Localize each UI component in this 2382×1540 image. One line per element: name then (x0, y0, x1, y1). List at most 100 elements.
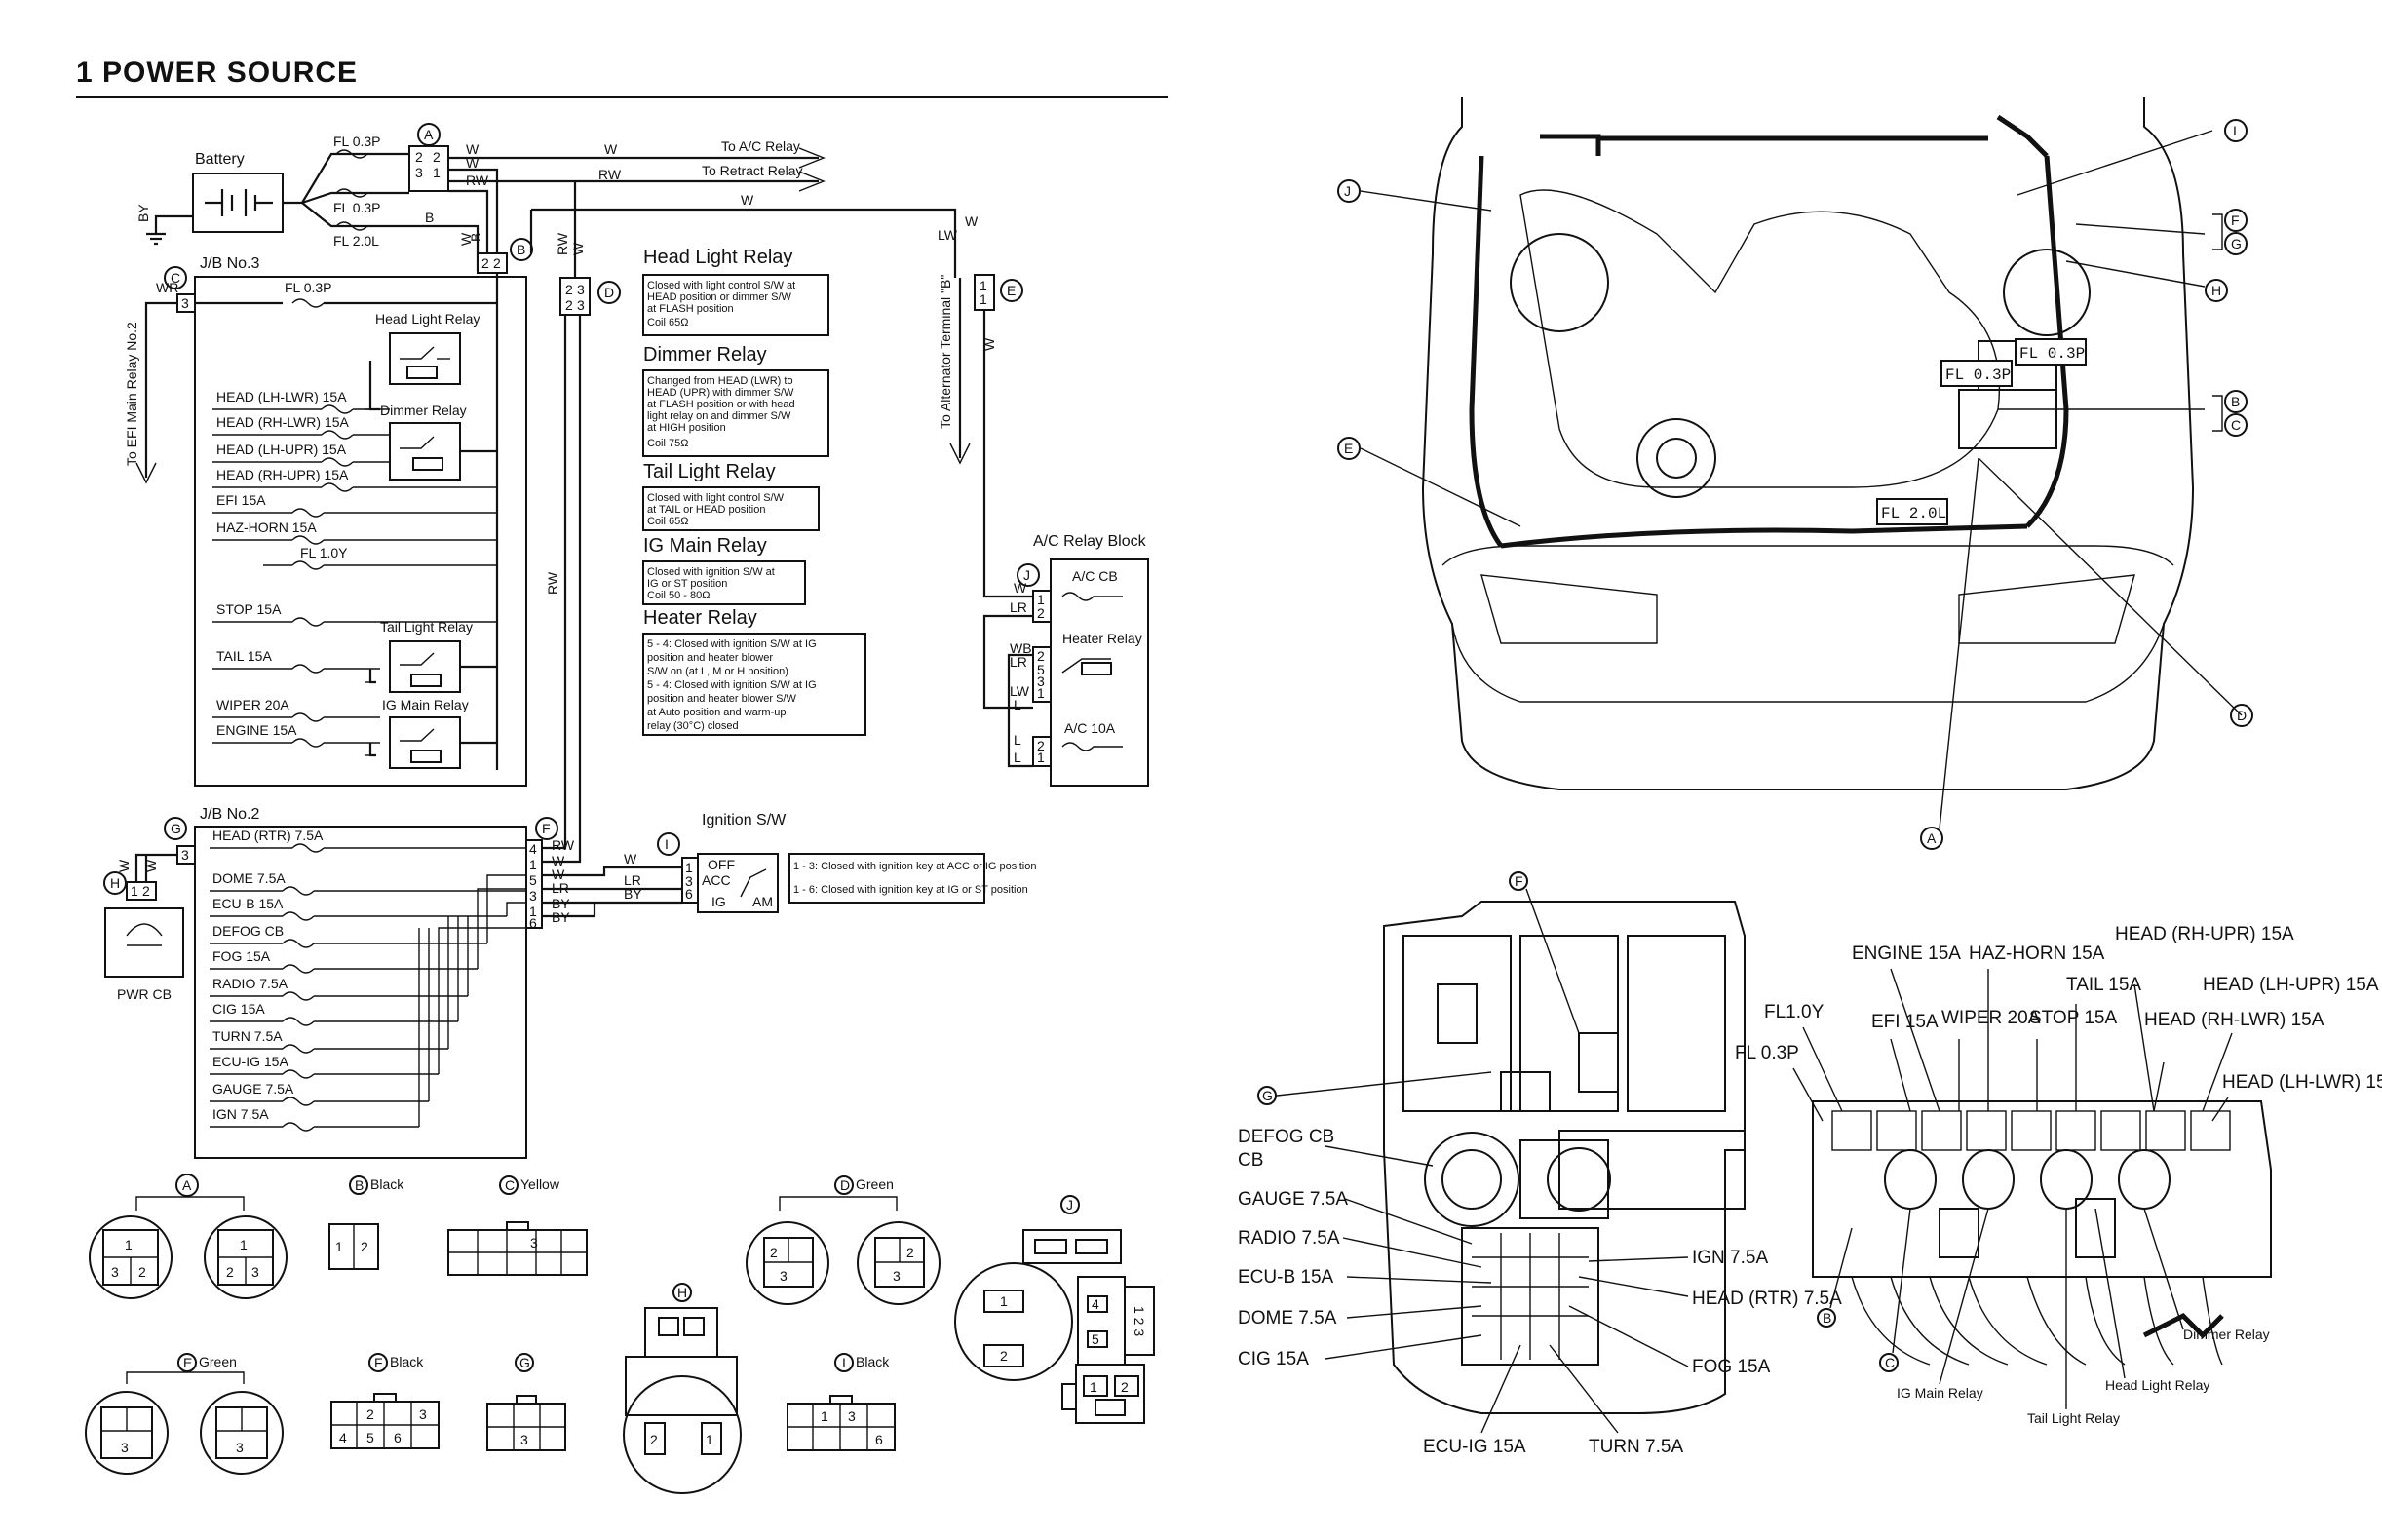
connector-g-marker: G (171, 821, 181, 836)
svg-text:1: 1 (706, 1432, 713, 1447)
svg-text:3: 3 (577, 297, 585, 313)
bay-letter-g: G (2231, 236, 2242, 251)
ign-note-0: 1 - 3: Closed with ignition key at ACC o… (793, 861, 1036, 872)
svg-text:2: 2 (1037, 738, 1045, 753)
jb3loc-stop: STOP 15A (2029, 1008, 2117, 1028)
ac-item-heater: Heater Relay (1062, 631, 1142, 646)
svg-text:1: 1 (529, 904, 537, 919)
jb3-fuse-4: EFI 15A (216, 492, 266, 508)
jb2loc-dome: DOME 7.5A (1238, 1308, 1337, 1328)
ac-item-ac10a: A/C 10A (1064, 720, 1116, 736)
svg-text:2: 2 (415, 149, 423, 165)
jb2-fuse-5: RADIO 7.5A (212, 976, 288, 991)
svg-text:2: 2 (1037, 605, 1045, 621)
svg-text:2: 2 (433, 149, 441, 165)
svg-text:3: 3 (577, 282, 585, 297)
svg-text:1: 1 (1037, 750, 1045, 765)
svg-text:4: 4 (529, 841, 537, 857)
bay-letter-h: H (2211, 283, 2221, 298)
svg-text:2: 2 (361, 1239, 368, 1254)
jb2-box (194, 826, 527, 1159)
bay-fl-20l: FL 2.0L (1881, 505, 1946, 522)
ignition-sw-body (697, 853, 779, 913)
to-ac-relay-label: To A/C Relay (721, 138, 800, 154)
jb3-fuse-0: HEAD (LH-LWR) 15A (216, 389, 347, 404)
jb2loc-letter-f: F (1515, 873, 1523, 889)
ign-pos-ig: IG (711, 894, 726, 909)
jb3loc-headlight: Head Light Relay (2105, 1377, 2209, 1393)
svg-text:1 2 3: 1 2 3 (1132, 1306, 1147, 1336)
connector-i-marker: I (665, 836, 669, 852)
conn-d-label: Green (856, 1176, 894, 1192)
svg-text:L: L (1014, 697, 1021, 712)
ac-item-accb: A/C CB (1072, 568, 1118, 584)
battery-label: Battery (195, 151, 245, 168)
svg-text:3: 3 (111, 1264, 119, 1280)
ign-note-1: 1 - 6: Closed with ignition key at IG or… (793, 884, 1028, 896)
jb3loc-wiper: WIPER 20A (1941, 1008, 2041, 1028)
svg-text:1: 1 (529, 857, 537, 872)
connector-h-marker: H (110, 875, 120, 891)
ignition-sw-title: Ignition S/W (702, 812, 787, 828)
svg-text:3: 3 (181, 847, 189, 863)
svg-text:3: 3 (893, 1268, 901, 1284)
svg-text:2: 2 (770, 1245, 778, 1260)
svg-text:W: W (624, 851, 637, 866)
svg-text:3: 3 (685, 873, 693, 889)
relay-desc-title-4: Heater Relay (643, 607, 757, 629)
svg-text:5: 5 (366, 1430, 374, 1445)
svg-text:LR: LR (1010, 654, 1027, 670)
svg-text:3: 3 (1037, 674, 1045, 689)
connector-c-marker: C (171, 270, 180, 286)
jb3loc-engine: ENGINE 15A (1852, 943, 1961, 964)
fl-label-2: FL 0.3P (333, 200, 381, 215)
conn-i-label: Black (856, 1354, 890, 1369)
relay-desc-3-0: Closed with ignition S/W at (647, 566, 775, 578)
svg-text:BY: BY (624, 886, 642, 902)
svg-text:L: L (1014, 732, 1021, 748)
title-rule (76, 96, 1168, 98)
jb2-fuse-6: CIG 15A (212, 1001, 265, 1017)
jb3-fuse-9: WIPER 20A (216, 697, 289, 712)
bay-letter-i: I (2233, 123, 2237, 138)
jb2-fuse-4: FOG 15A (212, 948, 271, 964)
ign-pos-am: AM (752, 894, 773, 909)
svg-text:1: 1 (240, 1237, 248, 1252)
svg-text:2: 2 (1037, 648, 1045, 664)
relay-desc-title-1: Dimmer Relay (643, 344, 767, 366)
relay-desc-title-2: Tail Light Relay (643, 461, 776, 482)
svg-text:W: W (570, 242, 586, 255)
jb2-fuse-2: ECU-B 15A (212, 896, 284, 911)
svg-text:I: I (842, 1355, 846, 1370)
svg-text:3: 3 (236, 1440, 244, 1455)
jb3loc-letter-b: B (1823, 1310, 1831, 1326)
svg-text:1: 1 (980, 278, 987, 293)
svg-text:LW: LW (1010, 683, 1030, 699)
jb2loc-defog: DEFOG CB (1238, 1127, 1334, 1147)
svg-text:3: 3 (848, 1408, 856, 1424)
svg-text:2: 2 (226, 1264, 234, 1280)
jb2loc-fog: FOG 15A (1692, 1357, 1771, 1377)
jb2-fuse-10: IGN 7.5A (212, 1106, 269, 1122)
to-retract-relay-label: To Retract Relay (702, 163, 802, 178)
relay-desc-1-0: Changed from HEAD (LWR) to (647, 375, 793, 387)
svg-text:6: 6 (529, 915, 537, 931)
pwr-cb-label: PWR CB (117, 986, 172, 1002)
bay-letter-j: J (1344, 183, 1351, 199)
conn-a-label: A (182, 1177, 192, 1193)
svg-text:2: 2 (565, 297, 573, 313)
bay-letter-a: A (1927, 830, 1937, 846)
jb3-relay-dimmer: Dimmer Relay (380, 403, 467, 418)
svg-text:1: 1 (125, 1237, 133, 1252)
conn-h-label: H (677, 1285, 687, 1300)
jb2loc-radio: RADIO 7.5A (1238, 1228, 1340, 1249)
svg-text:3: 3 (181, 295, 189, 311)
svg-text:2: 2 (1000, 1348, 1008, 1364)
svg-text:W: W (116, 859, 132, 872)
connector-f-marker: F (542, 821, 551, 836)
jb2loc-ign: IGN 7.5A (1692, 1248, 1768, 1268)
jb3loc-hazhorn: HAZ-HORN 15A (1969, 943, 2105, 964)
relay-desc-1-3: light relay on and dimmer S/W (647, 410, 791, 422)
svg-text:1: 1 (131, 883, 138, 899)
